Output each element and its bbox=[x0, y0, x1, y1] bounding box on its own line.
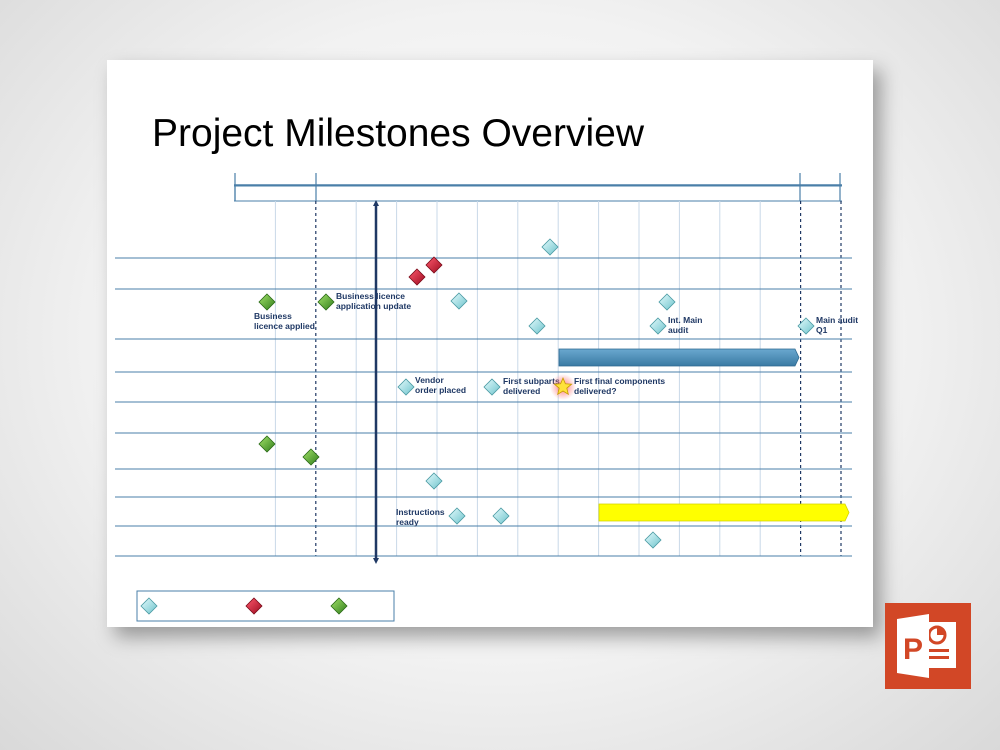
done-diamond-icon bbox=[302, 448, 320, 466]
to-be-confirmed-diamond-icon bbox=[528, 317, 546, 335]
legend-to-be-confirmed-icon bbox=[140, 597, 158, 615]
milestone bbox=[258, 435, 276, 453]
to-be-confirmed-diamond-icon bbox=[448, 507, 466, 525]
legend-deadline-icon bbox=[245, 597, 263, 615]
milestone bbox=[644, 531, 662, 549]
bar-shape bbox=[598, 503, 850, 522]
to-be-confirmed-diamond-icon bbox=[644, 531, 662, 549]
duration-bar bbox=[598, 503, 850, 522]
milestone bbox=[408, 268, 426, 286]
today-line-top-marker bbox=[373, 200, 379, 206]
duration-bars bbox=[558, 348, 850, 522]
deadline-diamond-icon bbox=[425, 256, 443, 274]
to-be-confirmed-diamond-icon bbox=[797, 317, 815, 335]
to-be-confirmed-diamond-icon bbox=[541, 238, 559, 256]
to-be-confirmed-diamond-icon bbox=[425, 472, 443, 490]
done-diamond-icon bbox=[258, 435, 276, 453]
svg-text:P: P bbox=[903, 633, 923, 666]
powerpoint-icon: P bbox=[897, 614, 956, 678]
done-diamond-icon bbox=[317, 293, 335, 311]
milestone bbox=[528, 317, 546, 335]
today-line-bottom-marker bbox=[373, 558, 379, 564]
page-title: Project Milestones Overview bbox=[152, 112, 645, 155]
done-diamond-icon bbox=[258, 293, 276, 311]
milestone bbox=[302, 448, 320, 466]
legend-done-icon bbox=[330, 597, 348, 615]
milestone bbox=[541, 238, 559, 256]
powerpoint-logo: P bbox=[885, 603, 971, 689]
bar-shape bbox=[558, 348, 800, 367]
lane-separators bbox=[115, 257, 852, 557]
legend-box bbox=[136, 590, 395, 622]
month-gridlines bbox=[234, 186, 842, 556]
to-be-confirmed-diamond-icon bbox=[658, 293, 676, 311]
milestone bbox=[450, 292, 468, 310]
legend bbox=[136, 590, 395, 622]
deadline-diamond-icon bbox=[408, 268, 426, 286]
year-labels bbox=[234, 173, 841, 201]
milestone bbox=[492, 507, 510, 525]
to-be-confirmed-diamond-icon bbox=[397, 378, 415, 396]
milestone bbox=[425, 256, 443, 274]
milestone bbox=[425, 472, 443, 490]
duration-bar bbox=[558, 348, 800, 367]
to-be-confirmed-diamond-icon bbox=[492, 507, 510, 525]
star-icon bbox=[553, 376, 573, 396]
to-be-confirmed-diamond-icon bbox=[483, 378, 501, 396]
to-be-confirmed-diamond-icon bbox=[649, 317, 667, 335]
milestone bbox=[658, 293, 676, 311]
to-be-confirmed-diamond-icon bbox=[450, 292, 468, 310]
timeline-header bbox=[234, 184, 842, 202]
